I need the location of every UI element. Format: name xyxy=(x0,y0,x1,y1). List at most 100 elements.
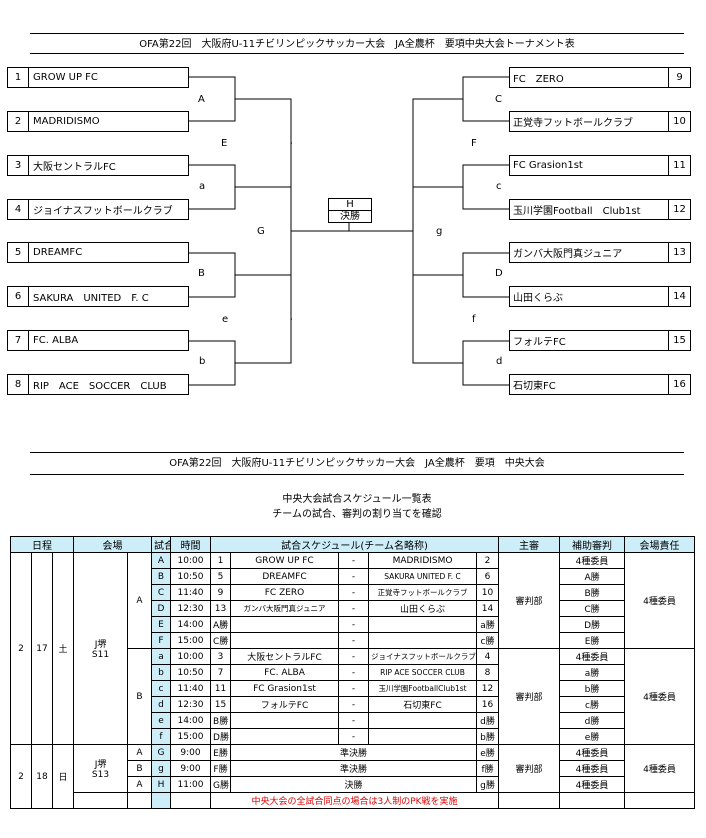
vs-dash: - xyxy=(338,728,370,745)
match-time: 14:00 xyxy=(170,616,212,633)
team1-no: G勝 xyxy=(210,776,232,793)
team2-no: 12 xyxy=(476,680,500,697)
match-time: 10:00 xyxy=(170,648,212,665)
assistant-cell: a勝 xyxy=(559,664,626,681)
court-cell: B xyxy=(127,760,153,777)
team1-no: A勝 xyxy=(210,616,232,633)
team1-no: E勝 xyxy=(210,744,232,761)
team-4: 4 ジョイナスフットボールクラブ xyxy=(7,199,189,220)
schedule-title: OFA第22回 大阪府U-11チビリンピックサッカー大会 JA全農杯 要項 中央… xyxy=(169,458,545,469)
team-7: 7 FC. ALBA xyxy=(7,330,189,351)
empty-cell xyxy=(127,792,153,809)
team2-name xyxy=(368,616,478,633)
month-cell: 2 xyxy=(10,552,32,745)
team-number: 4 xyxy=(8,200,29,219)
assistant-cell: e勝 xyxy=(559,728,626,745)
team2-no: 14 xyxy=(476,600,500,617)
team-number: 3 xyxy=(8,156,29,175)
schedule-subtitle-2: チームの試合、審判の割り当てを確認 xyxy=(272,509,442,520)
match-id: B xyxy=(151,568,172,585)
match-time: 15:00 xyxy=(170,728,212,745)
vs-dash: - xyxy=(338,664,370,681)
team1-no: 7 xyxy=(210,664,232,681)
team1-no: 1 xyxy=(210,552,232,569)
match-time: 10:00 xyxy=(170,552,212,569)
team1-name: FC ZERO xyxy=(230,584,340,601)
team-name: ジョイナスフットボールクラブ xyxy=(33,206,173,217)
dow-cell: 日 xyxy=(51,744,75,809)
header-venue-resp: 会場責任 xyxy=(624,536,696,553)
vs-dash: - xyxy=(338,600,370,617)
team1-name: 大阪セントラルFC xyxy=(230,648,340,665)
match-label-D: D xyxy=(495,268,503,279)
assistant-cell: d勝 xyxy=(559,712,626,729)
match-label-d: d xyxy=(496,356,503,367)
court-cell: A xyxy=(127,552,153,649)
team2-name xyxy=(368,632,478,649)
team2-name xyxy=(368,712,478,729)
match-label: 準決勝 xyxy=(230,760,478,777)
team-number: 7 xyxy=(8,331,29,350)
team1-name: ガンバ大阪門真ジュニア xyxy=(230,600,340,617)
team-number: 5 xyxy=(8,243,29,262)
team1-no: 3 xyxy=(210,648,232,665)
match-id: g xyxy=(151,760,172,777)
team-number: 1 xyxy=(8,68,29,87)
team-name: FC. ALBA xyxy=(33,335,79,346)
team-name: GROW UP FC xyxy=(33,72,98,83)
court-cell: A xyxy=(127,744,153,761)
team2-no: 8 xyxy=(476,664,500,681)
team2-name: SAKURA UNITED F. C xyxy=(368,568,478,585)
team-number: 13 xyxy=(668,243,690,262)
match-id: C xyxy=(151,584,172,601)
left-semi-cover xyxy=(292,142,350,144)
team-number: 8 xyxy=(8,375,29,394)
vs-dash: - xyxy=(338,568,370,585)
final-box: H 決勝 xyxy=(328,198,372,223)
assistant-cell: C勝 xyxy=(559,600,626,617)
team-number: 6 xyxy=(8,287,29,306)
team1-no: D勝 xyxy=(210,728,232,745)
match-label: 準決勝 xyxy=(230,744,478,761)
team-name: 石切東FC xyxy=(513,381,556,392)
vs-dash: - xyxy=(338,648,370,665)
team2-no: 6 xyxy=(476,568,500,585)
match-time: 9:00 xyxy=(170,744,212,761)
team-number: 10 xyxy=(668,112,690,131)
team-name: MADRIDISMO xyxy=(33,116,100,127)
team1-no: 11 xyxy=(210,680,232,697)
team1-no: 15 xyxy=(210,696,232,713)
assistant-cell: A勝 xyxy=(559,568,626,585)
header-referee: 主審 xyxy=(498,536,561,553)
match-id: D xyxy=(151,600,172,617)
team-8: 8 RIP ACE SOCCER CLUB xyxy=(7,374,189,395)
match-label-G: G xyxy=(257,226,265,237)
team-name: SAKURA UNITED F. C xyxy=(33,293,149,304)
match-time: 10:50 xyxy=(170,664,212,681)
vs-dash: - xyxy=(338,552,370,569)
team-name: RIP ACE SOCCER CLUB xyxy=(33,381,167,392)
vs-dash: - xyxy=(338,696,370,713)
month-cell: 2 xyxy=(10,744,32,809)
team1-name xyxy=(230,632,340,649)
team2-name: 正覚寺フットボールクラブ xyxy=(368,584,478,601)
pk-note: 中央大会の全試合同点の場合は3人制のPK戦を実施 xyxy=(210,792,500,809)
match-id: d xyxy=(151,696,172,713)
team1-no: 9 xyxy=(210,584,232,601)
match-label: 決勝 xyxy=(230,776,478,793)
team2-no: b勝 xyxy=(476,728,500,745)
match-time: 11:40 xyxy=(170,584,212,601)
venue-resp-cell: 4種委員 xyxy=(624,552,696,649)
match-time: 12:30 xyxy=(170,600,212,617)
table-header: 日程 会場 試合番号 時間 試合スケジュール(チーム名略称) 主審 補助審判 会… xyxy=(9,536,696,553)
